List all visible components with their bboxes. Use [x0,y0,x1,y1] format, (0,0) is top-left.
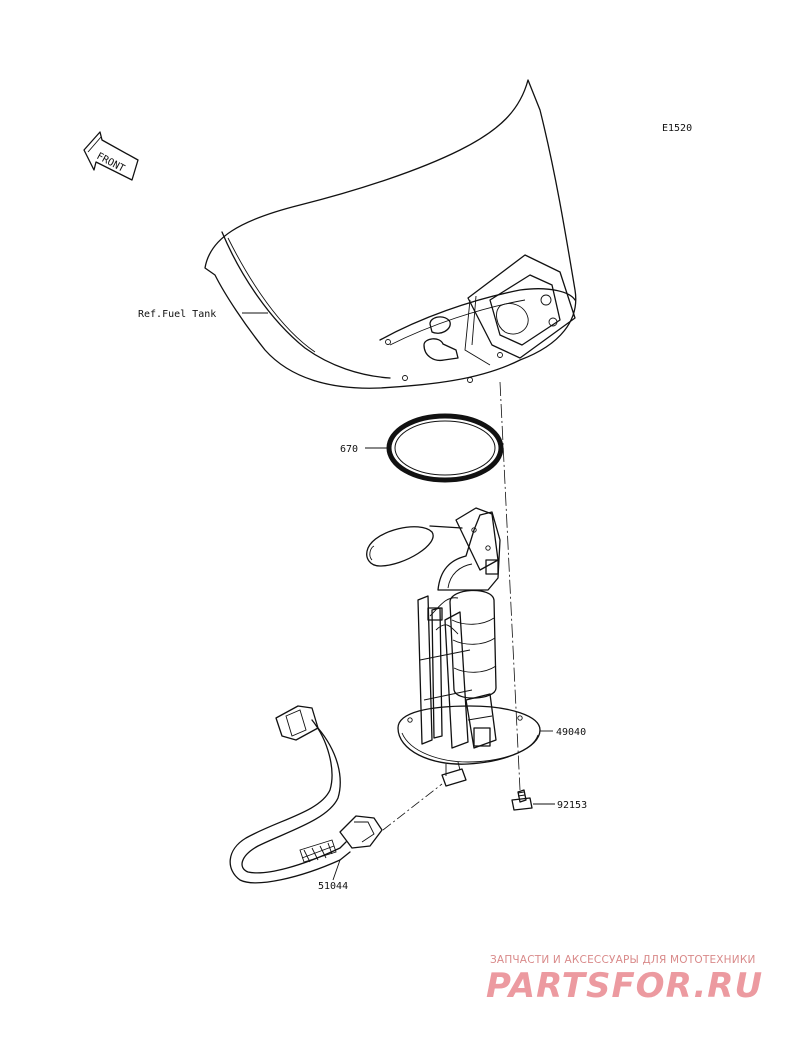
label-pump-assembly: 49040 [556,727,586,738]
label-hose: 51044 [318,881,348,892]
fuel-pump-assembly [366,507,541,787]
bolt [511,789,533,811]
front-arrow-icon: FRONT [83,131,139,181]
hose-connection-line [382,783,443,831]
gasket-ring [386,413,504,483]
front-arrow-label: FRONT [95,151,127,175]
diagram-code: E1520 [662,123,692,134]
watermark-caption: ЗАПЧАСТИ И АКСЕССУАРЫ ДЛЯ МОТОТЕХНИКИ [490,954,756,966]
label-bolt: 92153 [557,800,587,811]
leader-hose [332,859,341,881]
fuel-tank-outline [204,79,577,389]
watermark-logo[interactable]: PARTSFOR.RU [486,966,764,1006]
label-gasket: 670 [340,444,358,455]
label-fuel-tank: Ref.Fuel Tank [138,309,216,320]
fuel-hose [229,705,383,884]
